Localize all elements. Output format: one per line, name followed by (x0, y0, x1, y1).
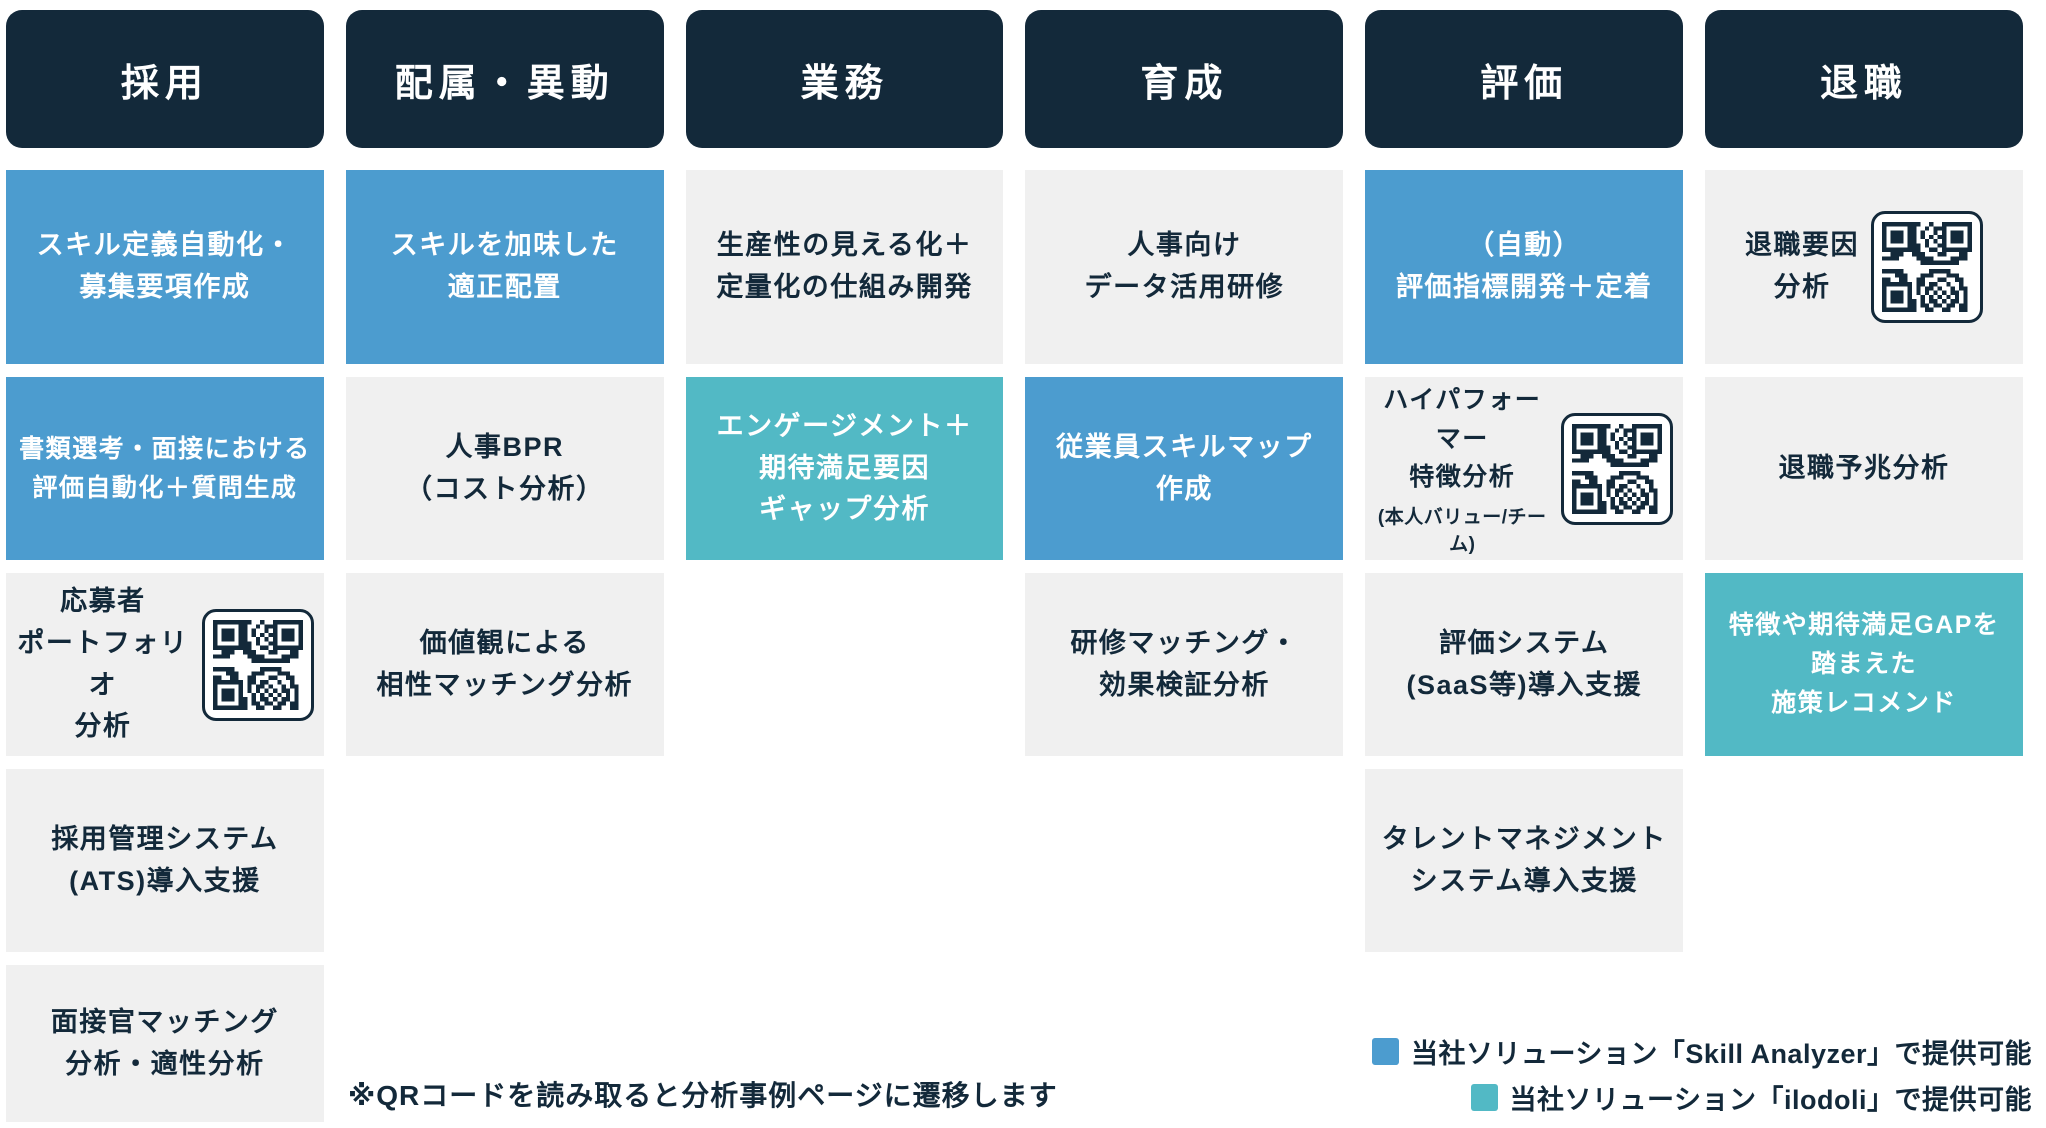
column-evaluation: 評価 （自動） 評価指標開発＋定着 ハイパフォーマー 特徴分析 (本人バリュー/… (1365, 10, 1684, 1122)
column-retirement: 退職 退職要因 分析 退職予兆分析 特徴や期待満足GAPを 踏まえた 施策レコメ… (1705, 10, 2023, 1122)
column-header-retirement: 退職 (1705, 10, 2023, 148)
service-label: 従業員スキルマップ 作成 (1056, 431, 1313, 504)
service-label: 研修マッチング・ 効果検証分析 (1070, 627, 1299, 700)
service-cell: エンゲージメント＋ 期待満足要因 ギャップ分析 (685, 377, 1004, 560)
service-label: 特徴や期待満足GAPを 踏まえた 施策レコメンド (1728, 611, 2000, 717)
service-label: 書類選考・面接における 評価自動化＋質問生成 (19, 434, 311, 502)
column-header-evaluation: 評価 (1365, 10, 1684, 148)
column-cells: （自動） 評価指標開発＋定着 ハイパフォーマー 特徴分析 (本人バリュー/チーム… (1365, 170, 1684, 952)
legend-swatch-blue (1371, 1038, 1399, 1065)
service-label: 価値観による 相性マッチング分析 (376, 627, 633, 700)
legend-label: 当社ソリューション「ilodoli」で提供可能 (1509, 1085, 2032, 1115)
legend-item-ilodoli: 当社ソリューション「ilodoli」で提供可能 (1470, 1078, 2032, 1117)
service-label: 退職要因 分析 (1745, 230, 1860, 302)
qr-footnote: ※QRコードを読み取ると分析事例ページに遷移します (348, 1080, 1058, 1111)
service-label: 人事向け データ活用研修 (1084, 230, 1285, 302)
legend-item-skill-analyzer: 当社ソリューション「Skill Analyzer」で提供可能 (1371, 1032, 2032, 1071)
service-label: ハイパフォーマー 特徴分析 (1383, 385, 1542, 492)
column-cells: 退職要因 分析 退職予兆分析 特徴や期待満足GAPを 踏まえた 施策レコメンド (1705, 170, 2023, 756)
service-label: タレントマネジメント システム導入支援 (1381, 823, 1667, 896)
column-header-recruitment: 採用 (6, 10, 324, 148)
service-label: 応募者 ポートフォリオ 分析 (17, 585, 189, 742)
column-cells: 人事向け データ活用研修 従業員スキルマップ 作成 研修マッチング・ 効果検証分… (1025, 170, 1344, 756)
service-label: 面接官マッチング 分析・適性分析 (50, 1006, 279, 1079)
service-cell: 退職予兆分析 (1705, 377, 2023, 560)
service-cell: 人事向け データ活用研修 (1025, 170, 1344, 364)
service-cell: 生産性の見える化＋ 定量化の仕組み開発 (685, 170, 1004, 364)
column-cells: スキル定義自動化・ 募集要項作成 書類選考・面接における 評価自動化＋質問生成 … (6, 170, 324, 1122)
service-cell: （自動） 評価指標開発＋定着 (1365, 170, 1684, 364)
service-cell: 応募者 ポートフォリオ 分析 (6, 573, 324, 756)
column-header-assignment: 配属・異動 (345, 10, 664, 148)
service-cell: タレントマネジメント システム導入支援 (1365, 769, 1684, 952)
service-label: スキル定義自動化・ 募集要項作成 (36, 230, 294, 302)
service-label: （自動） 評価指標開発＋定着 (1395, 230, 1653, 302)
column-recruitment: 採用 スキル定義自動化・ 募集要項作成 書類選考・面接における 評価自動化＋質問… (6, 10, 324, 1122)
legend-swatch-teal (1470, 1084, 1498, 1111)
legend-label: 当社ソリューション「Skill Analyzer」で提供可能 (1410, 1039, 2032, 1069)
service-label: 評価システム (SaaS等)導入支援 (1406, 627, 1642, 700)
service-cell: 従業員スキルマップ 作成 (1025, 377, 1344, 560)
service-label: 生産性の見える化＋ 定量化の仕組み開発 (716, 230, 973, 302)
legend: 当社ソリューション「Skill Analyzer」で提供可能 当社ソリューション… (1371, 1032, 2032, 1117)
service-cell: スキルを加味した 適正配置 (345, 170, 664, 364)
service-cell: 研修マッチング・ 効果検証分析 (1025, 573, 1344, 756)
column-cells: スキルを加味した 適正配置 人事BPR （コスト分析） 価値観による 相性マッチ… (345, 170, 664, 756)
column-development: 育成 人事向け データ活用研修 従業員スキルマップ 作成 研修マッチング・ 効果… (1025, 10, 1344, 1122)
service-label: 採用管理システム (ATS)導入支援 (51, 823, 279, 896)
service-cell: 退職要因 分析 (1705, 170, 2023, 364)
qr-code-icon (1561, 412, 1674, 525)
service-cell: ハイパフォーマー 特徴分析 (本人バリュー/チーム) (1365, 377, 1684, 560)
qr-code-icon (1871, 211, 1984, 323)
service-cell: 価値観による 相性マッチング分析 (345, 573, 664, 756)
service-cell: 採用管理システム (ATS)導入支援 (6, 769, 324, 952)
service-label: 人事BPR （コスト分析） (404, 431, 605, 504)
column-assignment: 配属・異動 スキルを加味した 適正配置 人事BPR （コスト分析） 価値観による… (345, 10, 664, 1122)
service-label: スキルを加味した 適正配置 (390, 230, 619, 302)
service-cell: 特徴や期待満足GAPを 踏まえた 施策レコメンド (1705, 573, 2023, 756)
service-sublabel: (本人バリュー/チーム) (1377, 507, 1547, 556)
service-cell: スキル定義自動化・ 募集要項作成 (6, 170, 324, 364)
service-cell: 評価システム (SaaS等)導入支援 (1365, 573, 1684, 756)
column-header-operations: 業務 (685, 10, 1004, 148)
service-label: 退職予兆分析 (1778, 452, 1950, 483)
service-cell: 面接官マッチング 分析・適性分析 (6, 965, 324, 1122)
service-cell: 書類選考・面接における 評価自動化＋質問生成 (6, 377, 324, 560)
service-cell: 人事BPR （コスト分析） (345, 377, 664, 560)
qr-code-icon (201, 608, 314, 721)
column-cells: 生産性の見える化＋ 定量化の仕組み開発 エンゲージメント＋ 期待満足要因 ギャッ… (685, 170, 1004, 560)
service-label: エンゲージメント＋ 期待満足要因 ギャップ分析 (716, 410, 973, 525)
column-operations: 業務 生産性の見える化＋ 定量化の仕組み開発 エンゲージメント＋ 期待満足要因 … (685, 10, 1004, 1122)
column-header-development: 育成 (1025, 10, 1344, 148)
